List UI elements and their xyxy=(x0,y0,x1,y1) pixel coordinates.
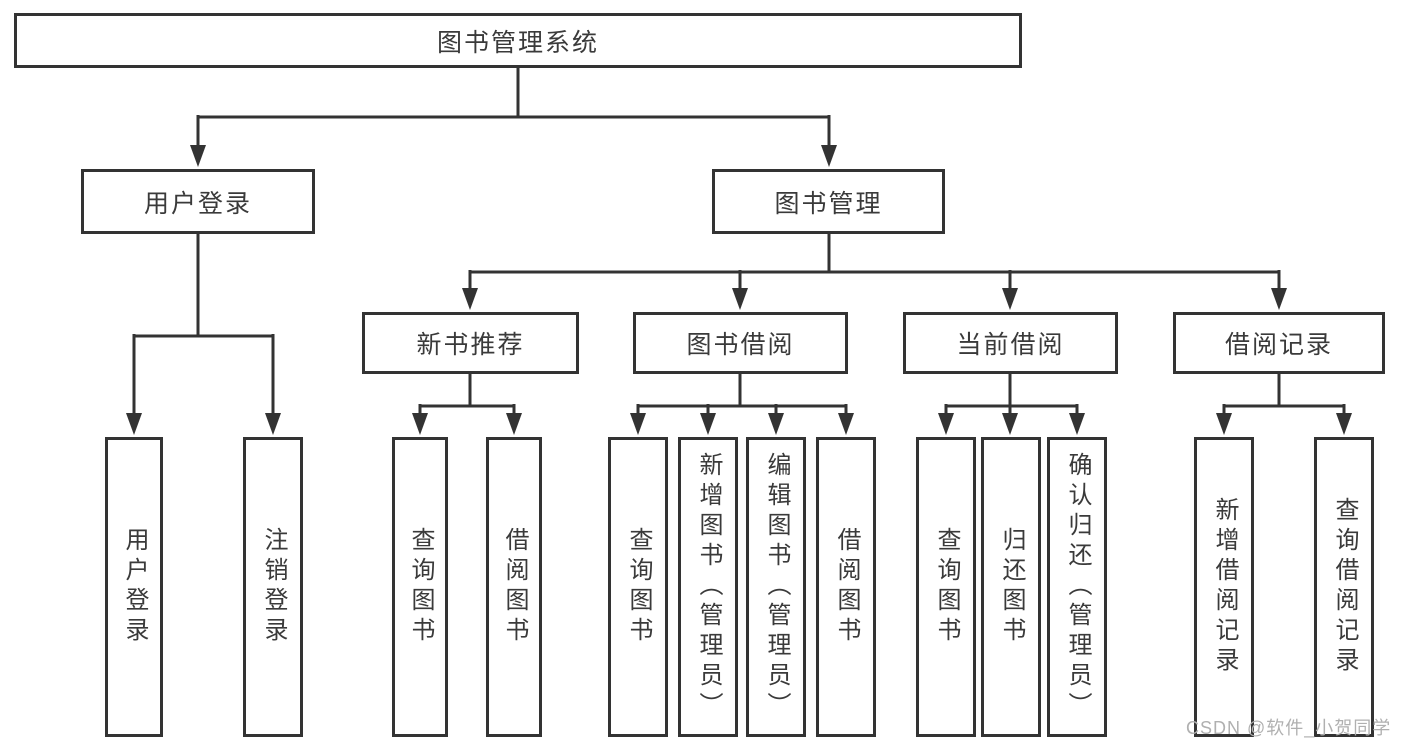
leaf-confirm-return-admin: 确认归还（管理员） xyxy=(1047,437,1107,737)
node-book-borrow: 图书借阅 xyxy=(633,312,848,374)
node-user-login: 用户登录 xyxy=(81,169,315,234)
node-new-book-recommend: 新书推荐 xyxy=(362,312,579,374)
leaf-user-login: 用户登录 xyxy=(105,437,163,737)
leaf-query-books-recommend: 查询图书 xyxy=(392,437,448,737)
leaf-edit-books-admin: 编辑图书（管理员） xyxy=(746,437,806,737)
leaf-add-borrow-record: 新增借阅记录 xyxy=(1194,437,1254,737)
leaf-return-books: 归还图书 xyxy=(981,437,1041,737)
leaf-borrow-books: 借阅图书 xyxy=(816,437,876,737)
arrowheads xyxy=(126,145,1352,435)
leaf-query-books-current: 查询图书 xyxy=(916,437,976,737)
leaf-borrow-books-recommend: 借阅图书 xyxy=(486,437,542,737)
leaf-query-books-borrow: 查询图书 xyxy=(608,437,668,737)
leaf-query-borrow-record: 查询借阅记录 xyxy=(1314,437,1374,737)
leaf-logout: 注销登录 xyxy=(243,437,303,737)
node-library-management-system: 图书管理系统 xyxy=(14,13,1022,68)
leaf-add-books-admin: 新增图书（管理员） xyxy=(678,437,738,737)
node-current-borrow: 当前借阅 xyxy=(903,312,1118,374)
watermark: CSDN @软件_小贺同学 xyxy=(1186,718,1392,738)
node-book-management: 图书管理 xyxy=(712,169,945,234)
node-borrow-records: 借阅记录 xyxy=(1173,312,1385,374)
